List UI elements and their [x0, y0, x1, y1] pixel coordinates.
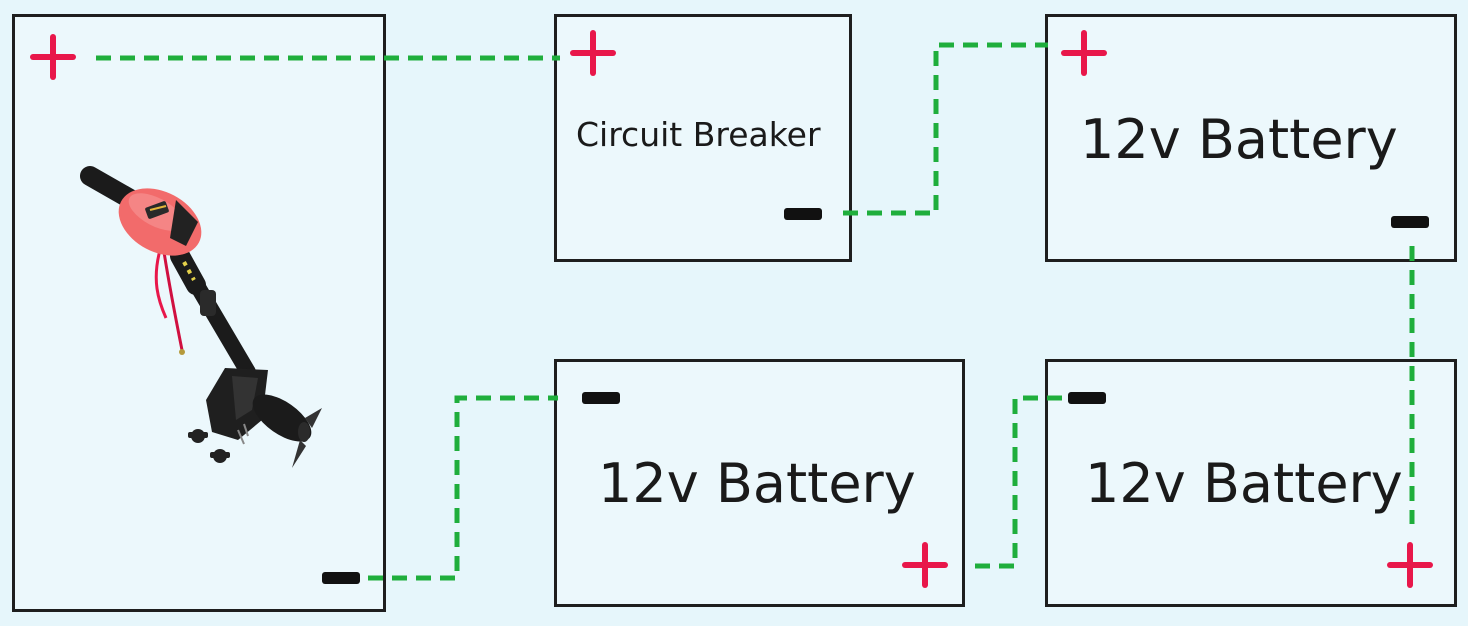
battery-bottom-left-negative-terminal [582, 392, 620, 404]
trolling-motor-icon [80, 166, 322, 468]
motor-box [12, 14, 386, 612]
battery-top-negative-terminal [1391, 216, 1429, 228]
battery-bottom-right-negative-terminal [1068, 392, 1106, 404]
battery-bottom-left-positive-terminal [902, 542, 948, 588]
motor-positive-terminal [30, 34, 76, 80]
battery-top-box [1045, 14, 1457, 262]
breaker-negative-terminal [784, 208, 822, 220]
battery-bottom-right-positive-terminal [1387, 542, 1433, 588]
circuit-breaker-label: Circuit Breaker [576, 115, 821, 154]
wire-motor-negative-to-battery-bottom-left [368, 395, 558, 581]
battery-bottom-right-label: 12v Battery [1085, 452, 1403, 515]
battery-bottom-left-label: 12v Battery [598, 452, 916, 515]
battery-top-label: 12v Battery [1080, 108, 1398, 171]
battery-bottom-left-box [554, 359, 965, 607]
breaker-positive-terminal [570, 30, 616, 76]
battery-top-positive-terminal [1061, 30, 1107, 76]
wire-battery-bottom-right-to-battery-bottom-left [968, 395, 1062, 569]
motor-negative-terminal [322, 572, 360, 584]
wire-breaker-to-battery-top [843, 42, 1048, 216]
